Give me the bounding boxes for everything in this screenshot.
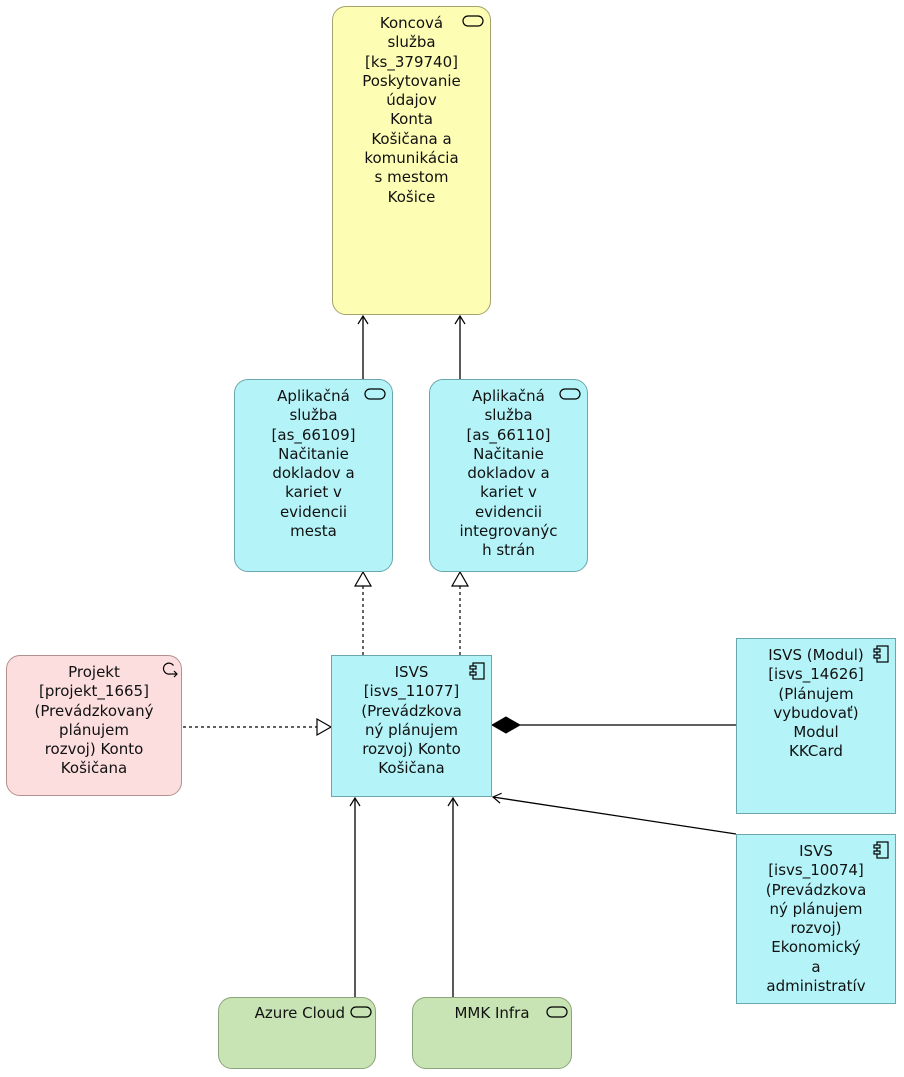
component-icon <box>873 645 889 663</box>
application-component-isvs-14626[interactable]: ISVS (Modul) [isvs_14626] (Plánujem vybu… <box>736 638 896 814</box>
node-label: ISVS [isvs_11077] (Prevádzkova ný plánuj… <box>361 663 462 778</box>
application-service-as-66110[interactable]: Aplikačná služba [as_66110] Načitanie do… <box>429 379 588 572</box>
service-icon <box>462 15 484 27</box>
node-label: Projekt [projekt_1665] (Prevádzkovaný pl… <box>34 663 154 778</box>
serving-edge-isvs10074-to-isvs11077 <box>491 792 737 835</box>
application-service-as-66109[interactable]: Aplikačná služba [as_66109] Načitanie do… <box>234 379 393 572</box>
application-component-isvs-10074[interactable]: ISVS [isvs_10074] (Prevádzkova ný plánuj… <box>736 834 896 1004</box>
service-icon <box>559 388 581 400</box>
node-label: Azure Cloud <box>254 1004 345 1022</box>
composition-diamond <box>490 716 522 734</box>
node-label: ISVS [isvs_10074] (Prevádzkova ný plánuj… <box>765 842 867 996</box>
component-icon <box>873 841 889 859</box>
business-service-ks-379740[interactable]: Koncová služba [ks_379740] Poskytovanie … <box>332 6 491 315</box>
service-icon <box>364 388 386 400</box>
work-package-icon <box>162 662 178 678</box>
application-component-isvs-11077[interactable]: ISVS [isvs_11077] (Prevádzkova ný plánuj… <box>331 655 492 797</box>
node-label: MMK Infra <box>454 1004 530 1022</box>
component-icon <box>469 662 485 680</box>
realization-arrowhead <box>353 570 373 587</box>
node-label: Koncová služba [ks_379740] Poskytovanie … <box>362 14 461 206</box>
node-label: Aplikačná služba [as_66109] Načitanie do… <box>271 387 356 541</box>
node-label: Aplikačná služba [as_66110] Načitanie do… <box>459 387 558 560</box>
work-package-projekt-1665[interactable]: Projekt [projekt_1665] (Prevádzkovaný pl… <box>6 655 182 796</box>
node-label: ISVS (Modul) [isvs_14626] (Plánujem vybu… <box>768 646 864 761</box>
realization-arrowhead <box>316 717 333 737</box>
realization-arrowhead <box>450 570 470 587</box>
service-icon <box>350 1006 372 1018</box>
service-icon <box>546 1006 568 1018</box>
technology-service-mmk-infra[interactable]: MMK Infra <box>412 997 572 1069</box>
technology-service-azure-cloud[interactable]: Azure Cloud <box>218 997 376 1069</box>
